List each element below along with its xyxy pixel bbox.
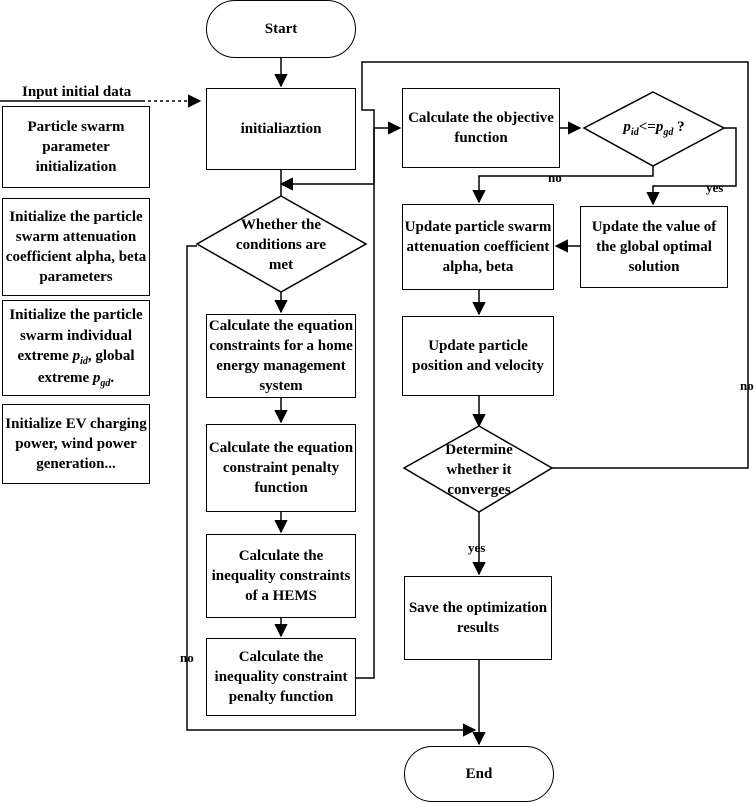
edge-compare-yes: [646, 127, 737, 206]
calc-ineq-constraints-node: Calculate the inequality constraints of …: [206, 534, 356, 618]
edge-converge-no-loop: [279, 61, 749, 469]
input-extremes-id: id: [80, 355, 88, 367]
calc-eq-penalty-node: Calculate the equation constraint penalt…: [206, 424, 356, 512]
input-extremes-p: p: [72, 347, 81, 364]
input-extremes-p2: p: [92, 370, 101, 387]
condition-no-label: no: [180, 650, 194, 665]
calc-ineq-penalty-node: Calculate the inequality constraint pena…: [206, 638, 356, 716]
compare-diamond: [582, 91, 726, 167]
end-node: End: [404, 746, 554, 802]
converge-diamond: [402, 425, 554, 513]
compare-no-label: no: [548, 170, 562, 185]
edge-ineqpenalty-objective: [354, 121, 402, 679]
input-extremes-text-b: , global extreme: [37, 347, 135, 387]
input-item-extremes: Initialize the particle swarm individual…: [2, 300, 150, 396]
input-item-swarm-init: Particle swarm parameter initialization: [2, 106, 150, 188]
compare-yes-label: yes: [706, 180, 724, 195]
input-extremes-text-a: Initialize the particle swarm individual…: [9, 307, 143, 364]
compare-label: pid<=pgd ?: [600, 114, 708, 142]
update-position-node: Update particle position and velocity: [402, 316, 554, 396]
compare-p: p: [623, 118, 631, 135]
condition-diamond: [195, 195, 368, 293]
calc-objective-node: Calculate the objective function: [402, 88, 560, 168]
input-extremes-gd: gd: [100, 378, 111, 390]
update-global-node: Update the value of the global optimal s…: [580, 206, 728, 288]
converge-no-label: no: [740, 378, 754, 393]
compare-op: <=: [638, 118, 656, 135]
start-node: Start: [206, 0, 356, 58]
edge-condition-no-end: [186, 245, 477, 737]
calc-eq-constraints-node: Calculate the equation constraints for a…: [206, 314, 356, 398]
input-extremes-text-c: .: [110, 370, 115, 387]
condition-label: Whether the conditions are met: [235, 216, 327, 274]
update-attenuation-node: Update particle swarm attenuation coeffi…: [402, 204, 554, 290]
converge-yes-label: yes: [468, 540, 486, 555]
compare-id: id: [630, 126, 639, 138]
compare-p2: p: [655, 118, 664, 135]
save-results-node: Save the optimization results: [404, 576, 552, 660]
input-title: Input initial data: [22, 84, 132, 100]
compare-q: ?: [673, 118, 685, 135]
converge-label: Determine whether it converges: [445, 441, 513, 499]
edge-compare-no: [472, 166, 654, 204]
compare-gd: gd: [663, 126, 674, 138]
input-item-ev-wind: Initialize EV charging power, wind power…: [2, 404, 150, 484]
input-item-attenuation: Initialize the particle swarm attenuatio…: [2, 198, 150, 296]
init-node: initialiaztion: [206, 88, 356, 170]
